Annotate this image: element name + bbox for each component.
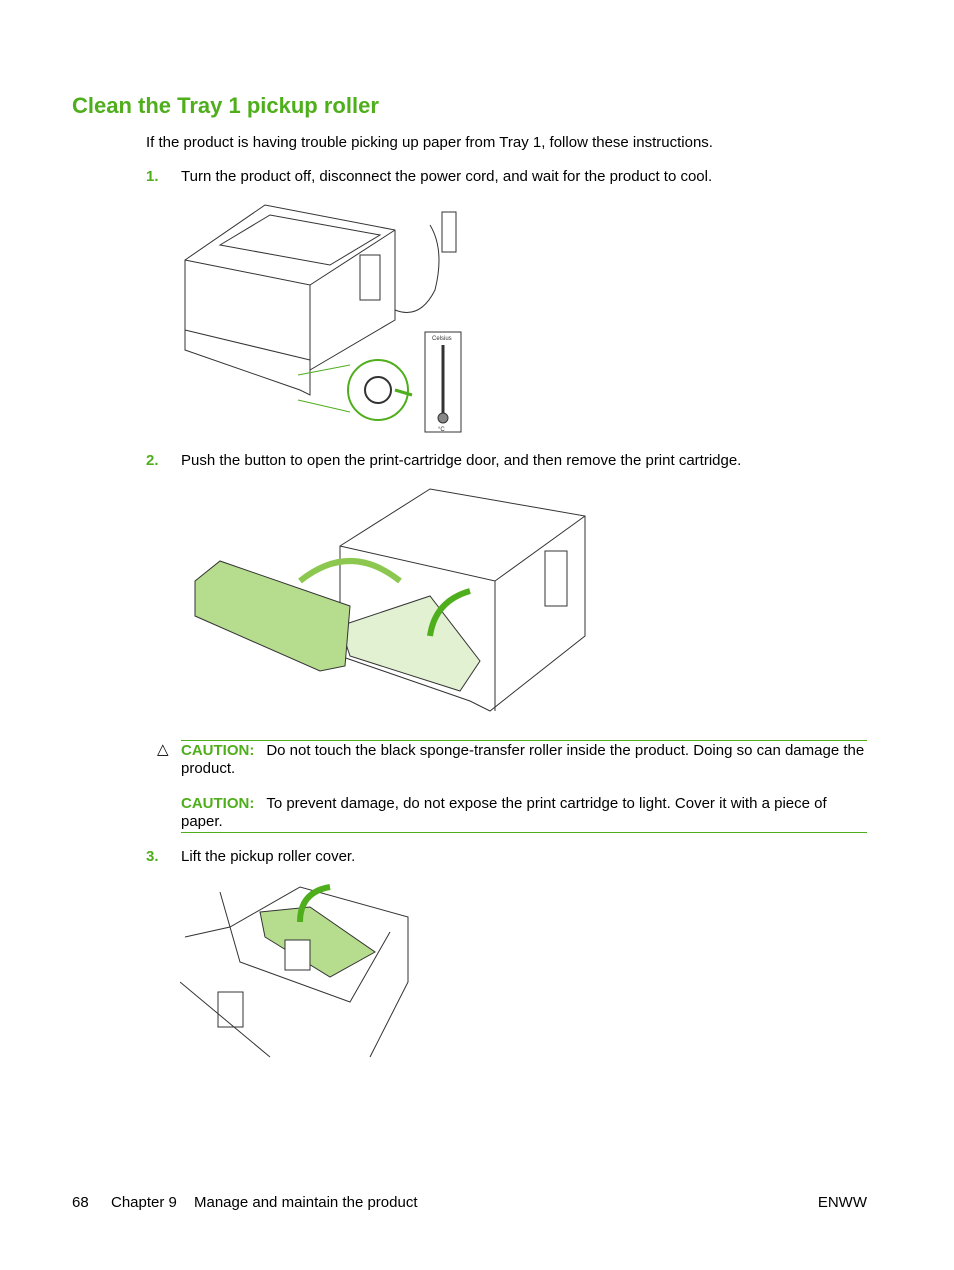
footer-locale: ENWW: [817, 1194, 867, 1211]
step-number: 1.: [146, 168, 159, 185]
step-text: Push the button to open the print-cartri…: [181, 452, 742, 469]
caution-note: CAUTION:To prevent damage, do not expose…: [181, 795, 867, 831]
footer-chapter: Chapter 9: [111, 1194, 177, 1211]
caution-top-rule: [181, 740, 867, 741]
step-text: Turn the product off, disconnect the pow…: [181, 168, 713, 185]
caution-triangle-icon: △: [157, 741, 169, 758]
pickup-roller-cover-illustration: [180, 884, 409, 1058]
remove-cartridge-illustration: [194, 488, 586, 712]
page-heading: Clean the Tray 1 pickup roller: [72, 93, 379, 118]
footer-page-number: 68: [72, 1194, 89, 1211]
caution-bottom-rule: [181, 832, 867, 833]
step-number: 3.: [146, 848, 159, 865]
thermometer-unit-label: °C: [438, 427, 445, 433]
caution-text: Do not touch the black sponge-transfer r…: [181, 742, 865, 777]
intro-text: If the product is having trouble picking…: [146, 134, 713, 151]
step-text: Lift the pickup roller cover.: [181, 848, 356, 865]
step-number: 2.: [146, 452, 159, 469]
caution-label: CAUTION:: [181, 795, 255, 812]
caution-note: CAUTION:Do not touch the black sponge-tr…: [181, 742, 867, 778]
thermometer-scale-label: Celsius: [432, 336, 452, 342]
caution-text: To prevent damage, do not expose the pri…: [181, 795, 827, 830]
caution-label: CAUTION:: [181, 742, 255, 759]
printer-power-off-illustration: Celsius °C: [184, 204, 462, 433]
footer-chapter-title: Manage and maintain the product: [194, 1194, 418, 1211]
